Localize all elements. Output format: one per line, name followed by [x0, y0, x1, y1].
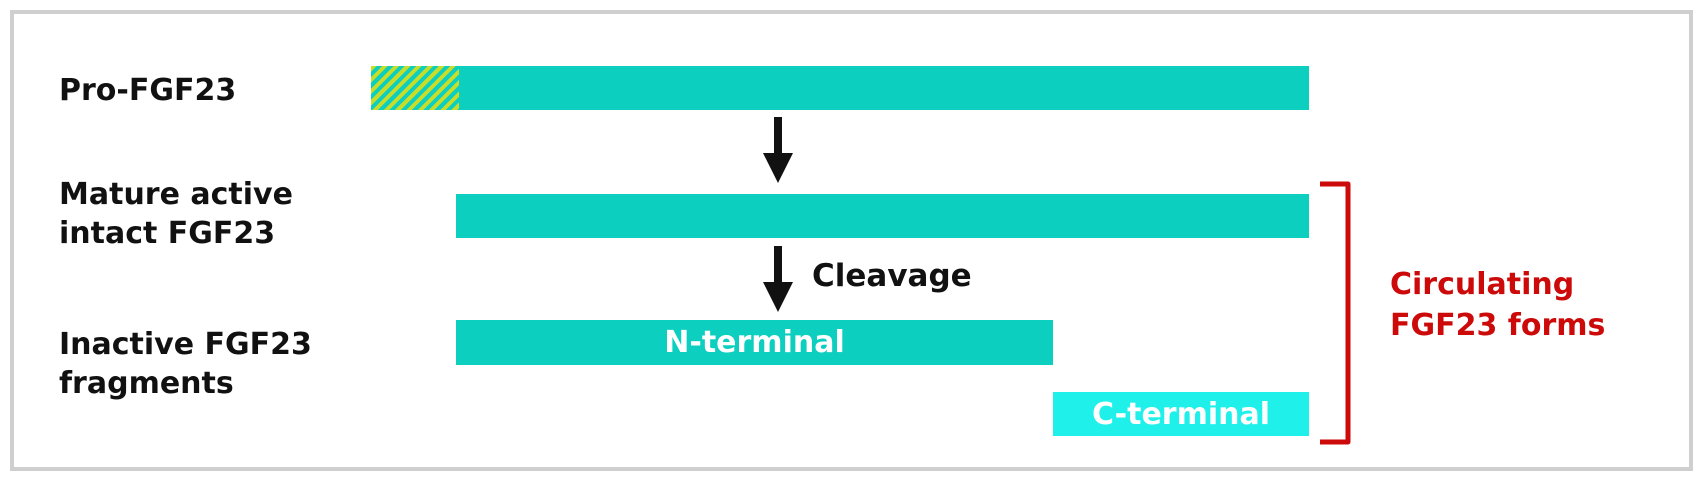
signal-peptide-segment [371, 66, 459, 110]
label-inactive-line1: Inactive FGF23 [59, 327, 312, 362]
label-inactive-line2: fragments [59, 366, 234, 401]
circulating-line2: FGF23 forms [1390, 308, 1606, 343]
circulating-line1: Circulating [1390, 267, 1575, 302]
circulating-label: Circulating FGF23 forms [1390, 264, 1605, 346]
n-terminal-bar: N-terminal [456, 320, 1053, 365]
label-mature-line1: Mature active [59, 177, 293, 212]
c-terminal-bar: C-terminal [1053, 392, 1309, 436]
c-terminal-label: C-terminal [1091, 396, 1271, 432]
label-pro-fgf23: Pro-FGF23 [59, 73, 237, 108]
n-terminal-label: N-terminal [664, 325, 845, 360]
circulating-bracket [1320, 181, 1351, 445]
mature-fgf23-bar [456, 194, 1309, 238]
down-arrow-icon [763, 117, 793, 183]
cleavage-arrow-icon [763, 246, 793, 312]
figure-frame [10, 10, 1693, 471]
pro-fgf23-bar [459, 66, 1309, 110]
cleavage-label: Cleavage [812, 258, 972, 294]
label-mature-line2: intact FGF23 [59, 216, 276, 251]
